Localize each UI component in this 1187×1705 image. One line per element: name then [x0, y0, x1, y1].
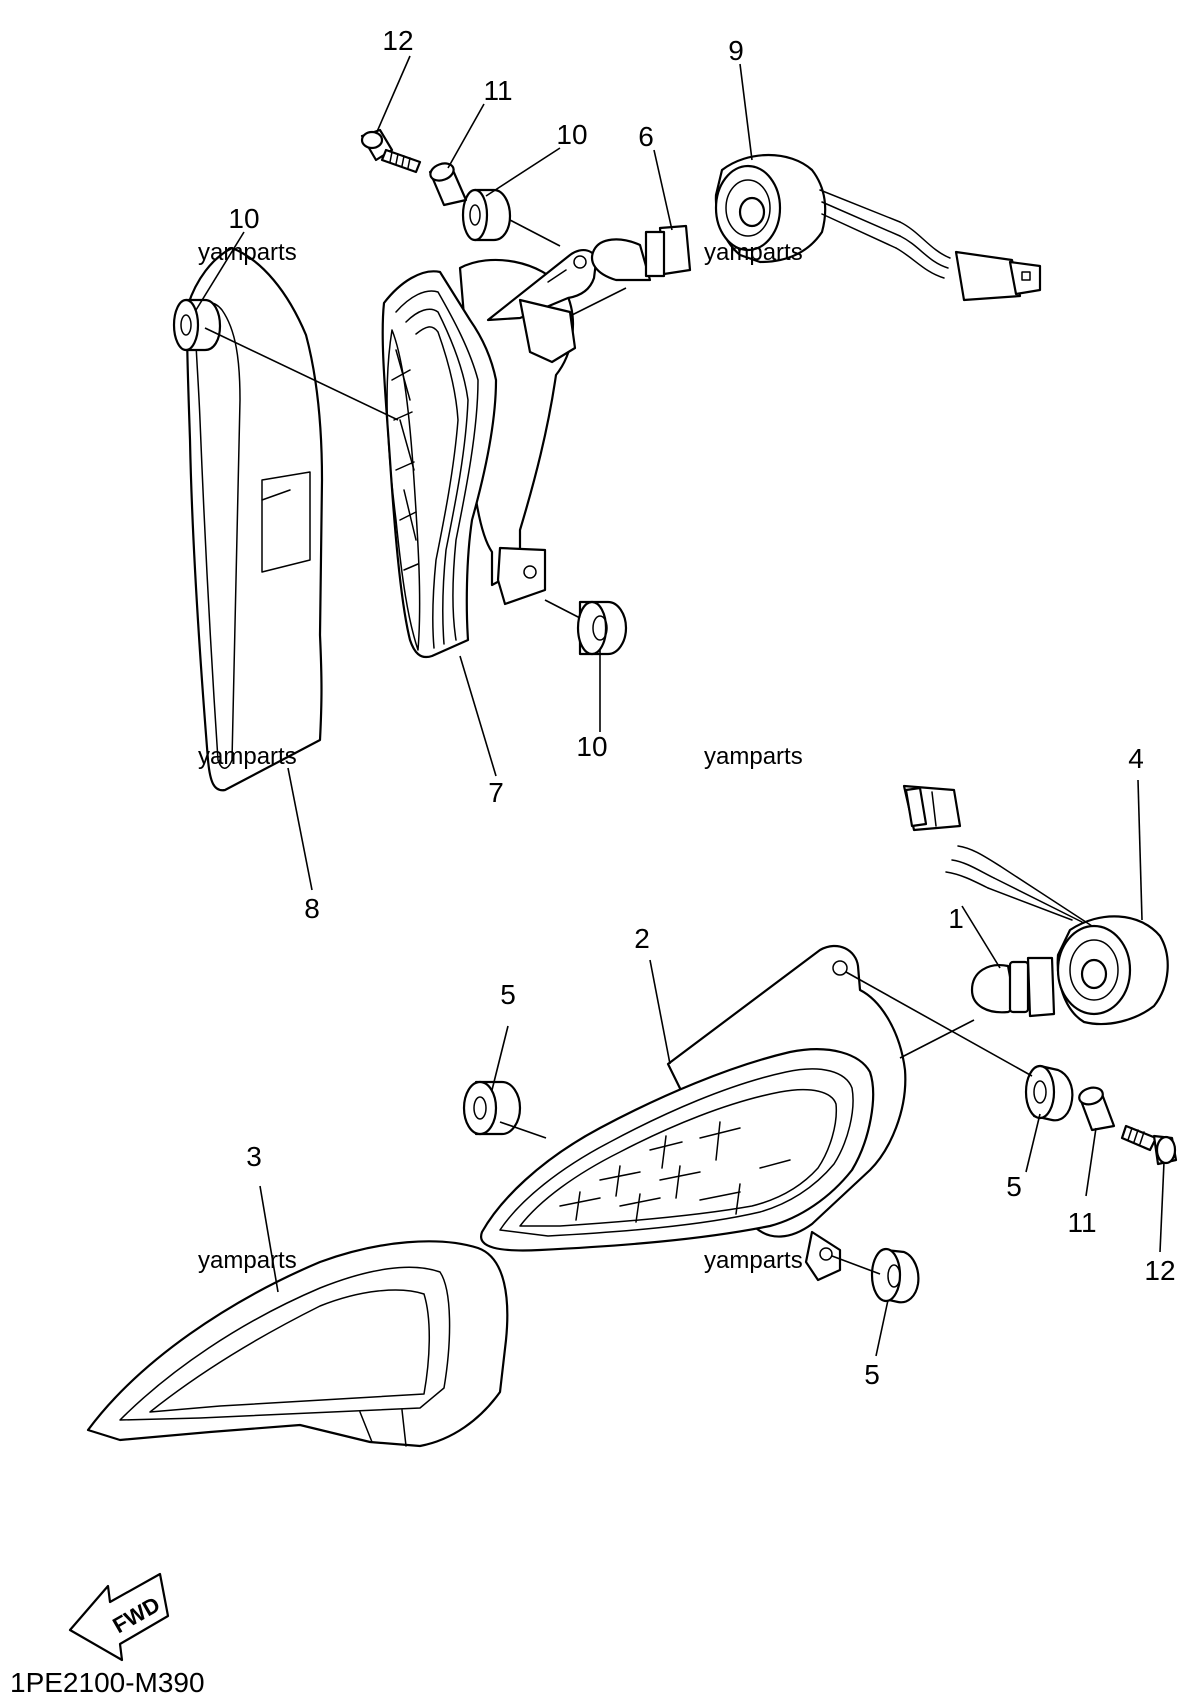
assembly-lines-lower — [499, 971, 1033, 1275]
bulb-1-lower — [970, 956, 1056, 1018]
callout-11-lower: 11 — [1067, 1207, 1096, 1238]
bulb-6-upper — [590, 224, 692, 282]
lens-cover-lower — [86, 1240, 509, 1448]
callout-12-lower: 12 — [1144, 1255, 1175, 1286]
fwd-arrow-icon: FWD — [68, 1572, 170, 1662]
callout-10-bottom: 10 — [576, 731, 607, 762]
callout-5-right: 5 — [1006, 1171, 1022, 1202]
grommet-10-bottom — [576, 600, 628, 656]
flasher-body-upper — [381, 249, 598, 659]
watermark-text: yamparts — [704, 743, 803, 770]
bolt-12-upper — [360, 128, 422, 174]
callout-3: 3 — [246, 1141, 262, 1172]
lens-cover-upper — [186, 246, 324, 792]
callout-10-left: 10 — [228, 203, 259, 234]
flasher-body-lower — [480, 944, 907, 1282]
watermark-text: yamparts — [198, 1247, 297, 1274]
collar-11-upper — [428, 162, 468, 207]
grommet-10-top — [461, 188, 512, 242]
callout-11-upper: 11 — [483, 75, 512, 106]
watermark-text: yamparts — [704, 239, 803, 266]
callout-leaders — [195, 55, 1165, 1357]
socket-harness-9-upper — [714, 154, 1042, 302]
callout-5-left: 5 — [500, 979, 516, 1010]
callout-6: 6 — [638, 121, 654, 152]
callout-1: 1 — [948, 903, 964, 934]
grommet-5-left — [462, 1080, 522, 1136]
callout-10-top: 10 — [556, 119, 587, 150]
callout-8: 8 — [304, 893, 320, 924]
watermark-text: yamparts — [704, 1247, 803, 1274]
grommet-5-bottom — [870, 1247, 920, 1304]
socket-harness-4-lower — [902, 784, 1169, 1026]
watermark-text: yamparts — [198, 743, 297, 770]
callout-4: 4 — [1128, 743, 1144, 774]
callout-7: 7 — [488, 777, 504, 808]
assembly-lines-upper — [204, 219, 627, 619]
callout-9: 9 — [728, 35, 744, 66]
diagram-code: 1PE2100-M390 — [10, 1667, 205, 1698]
collar-11-lower — [1078, 1086, 1116, 1132]
bolt-12-lower — [1120, 1124, 1178, 1166]
watermark-text: yamparts — [198, 239, 297, 266]
callout-5-bottom: 5 — [864, 1359, 880, 1390]
callout-2: 2 — [634, 923, 650, 954]
grommet-5-right — [1024, 1064, 1074, 1122]
grommet-10-left — [172, 298, 222, 352]
callout-12-upper: 12 — [382, 25, 413, 56]
